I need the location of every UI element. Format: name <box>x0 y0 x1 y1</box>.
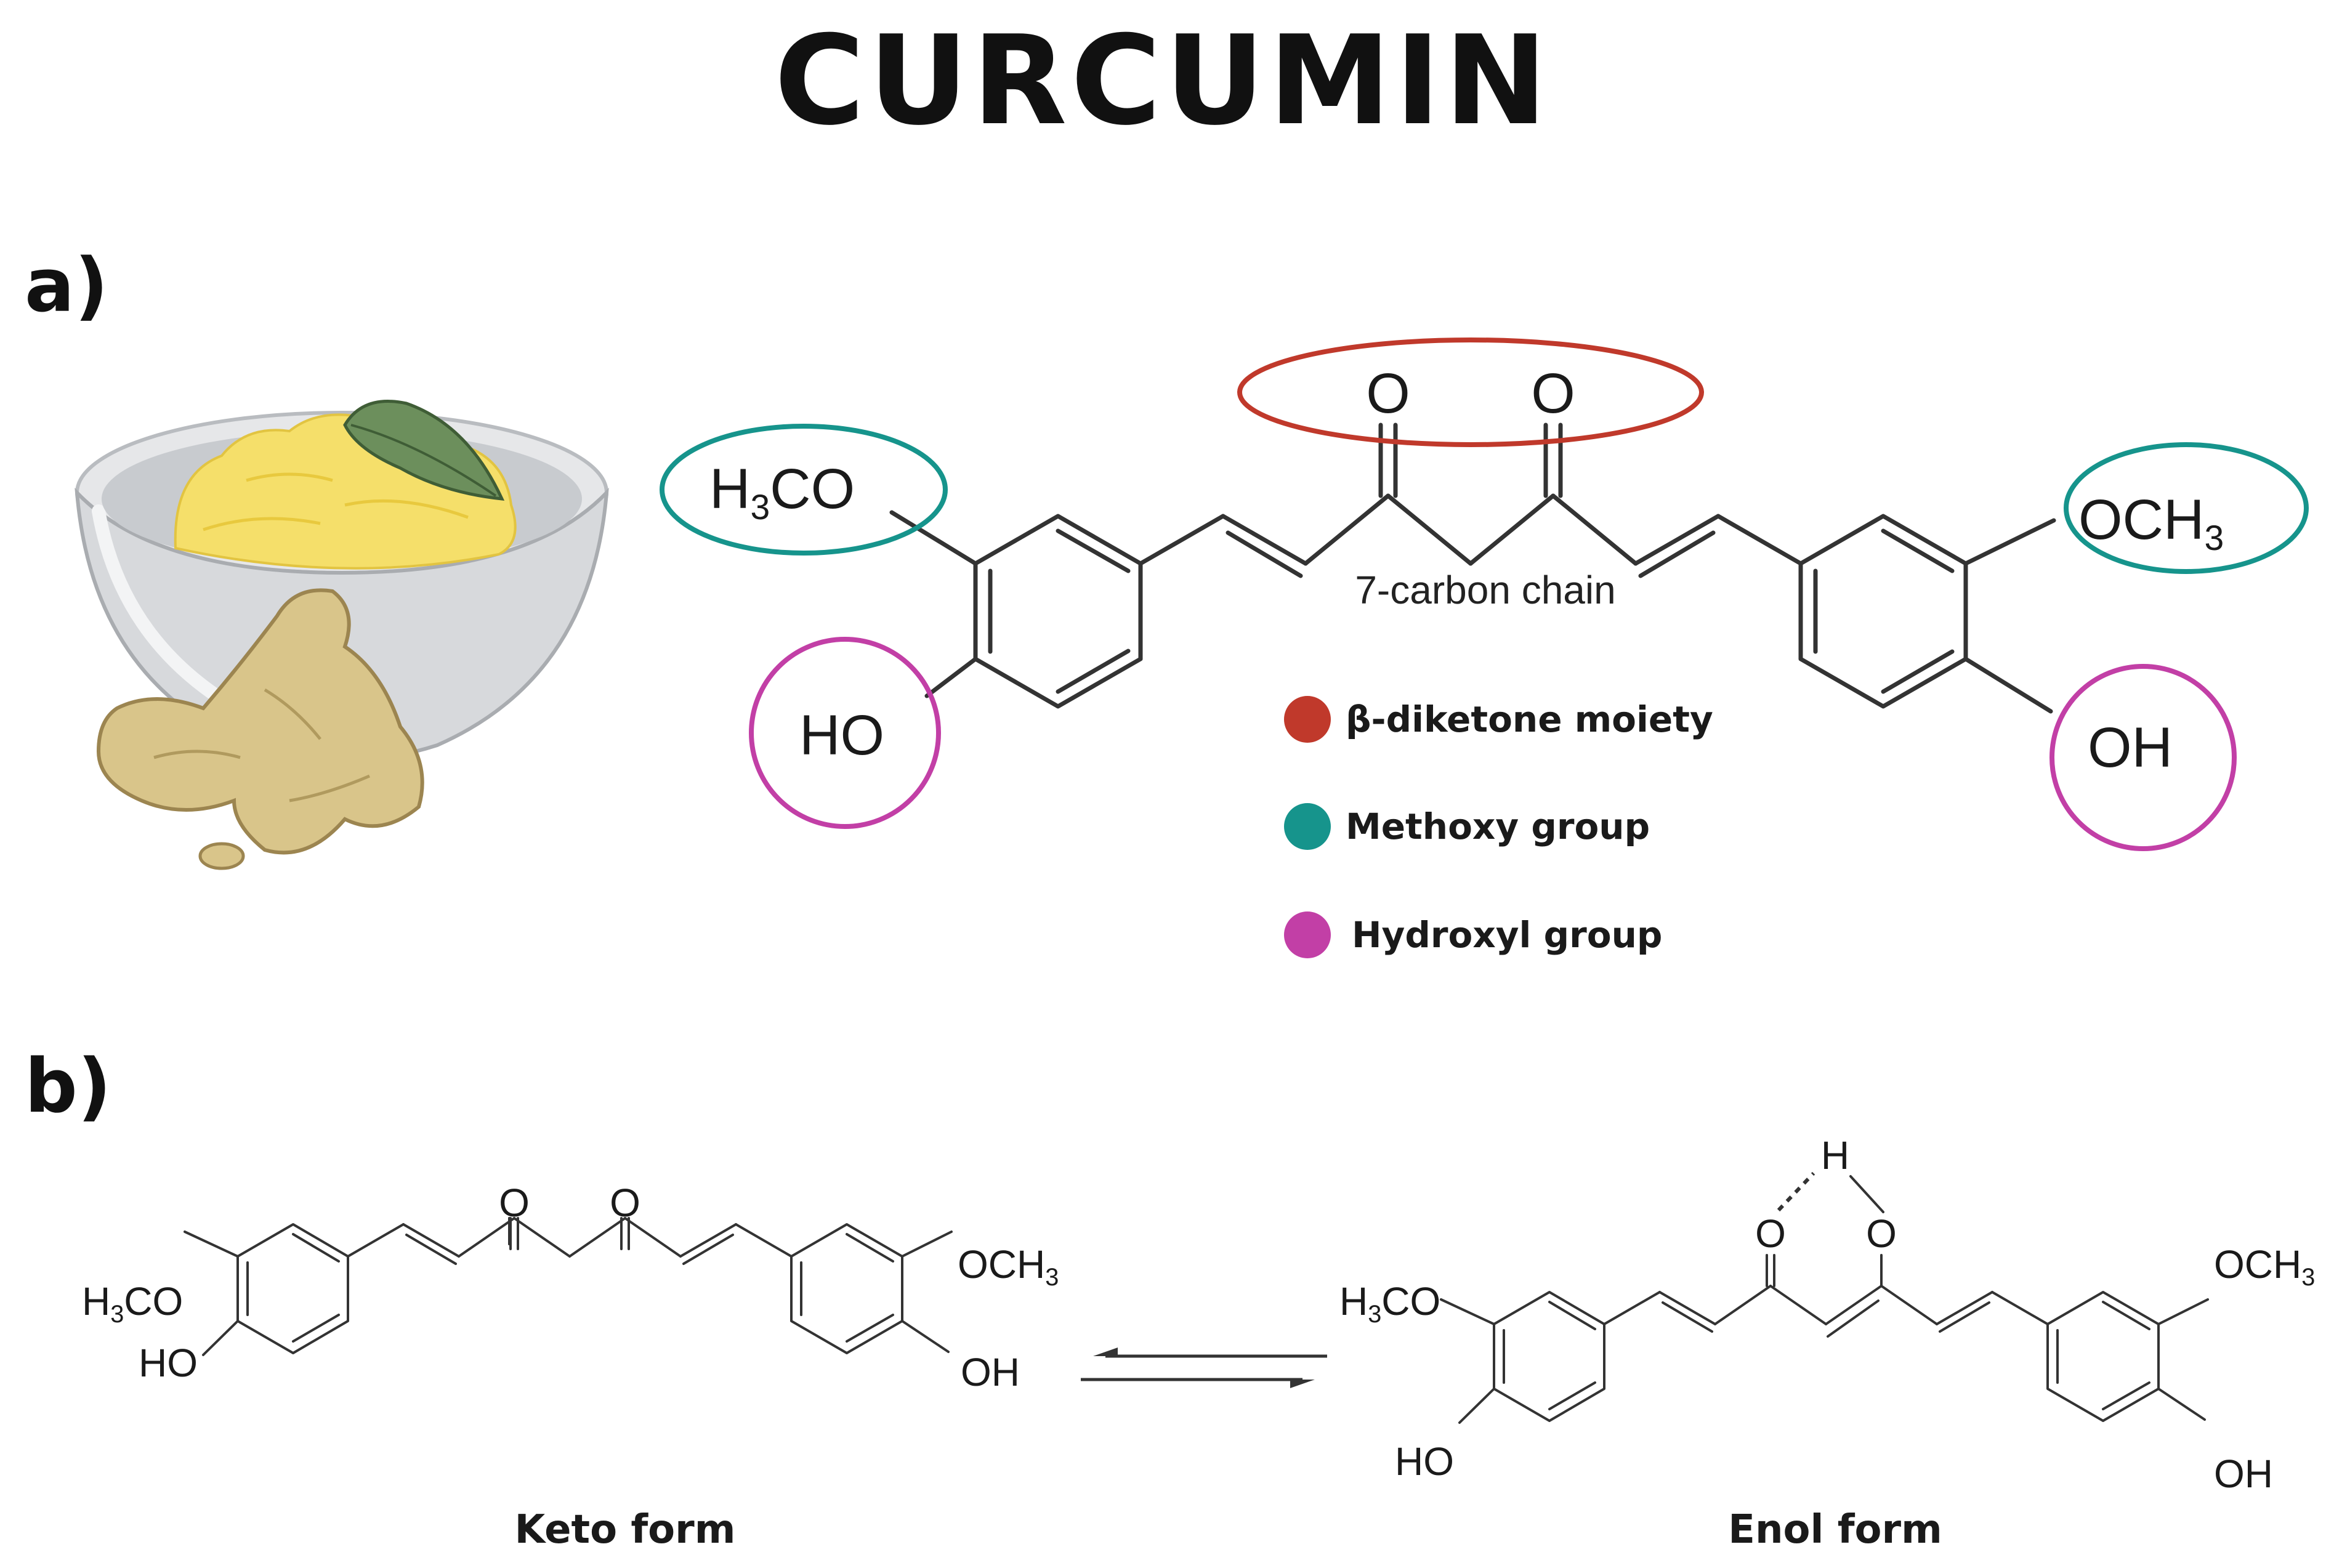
enol-hydroxyl-oxygen: O <box>1866 1211 1897 1256</box>
left-benzene-ring <box>973 514 1143 709</box>
hydroxyl-label-right: OH <box>2088 716 2173 779</box>
enol-structure: H3CO HO O O H OCH3 OH Enol form <box>1339 1133 2315 1553</box>
methoxy-label-right: OCH3 <box>2078 488 2224 558</box>
hydroxyl-highlight-left <box>749 637 941 829</box>
legend-dot-diketone <box>1284 696 1331 743</box>
legend-label-diketone: β-diketone moiety <box>1346 698 1713 740</box>
legend: β-diketone moiety Methoxy group Hydroxyl… <box>1284 696 1713 958</box>
keto-hydroxyl-right: OH <box>961 1350 1020 1394</box>
keto-carbonyl-left: O <box>499 1181 530 1225</box>
keto-methoxy-left: H3CO <box>82 1279 183 1328</box>
keto-methoxy-right: OCH3 <box>958 1242 1059 1291</box>
legend-label-hydroxyl: Hydroxyl group <box>1352 914 1662 956</box>
carbonyl-oxygen-left: O <box>1366 362 1410 425</box>
keto-carbonyl-right: O <box>610 1181 640 1225</box>
methoxy-highlight-right <box>2064 442 2309 574</box>
turmeric-illustration <box>75 400 609 870</box>
carbon-chain <box>1138 422 1803 578</box>
carbonyl-oxygen-right: O <box>1531 362 1575 425</box>
enol-hydroxyl-left: HO <box>1395 1439 1454 1484</box>
methoxy-label-left: H3CO <box>709 458 855 527</box>
enol-methoxy-left: H3CO <box>1339 1279 1440 1328</box>
leaf-icon <box>343 400 505 501</box>
panel-label-b: b) <box>25 1044 111 1130</box>
enol-hydrogen: H <box>1821 1133 1849 1178</box>
keto-caption: Keto form <box>515 1507 736 1553</box>
turmeric-root-icon <box>96 588 424 870</box>
hydroxyl-label-left: HO <box>799 704 884 767</box>
keto-hydroxyl-left: HO <box>139 1341 198 1385</box>
hydroxyl-highlight-right <box>2049 664 2237 851</box>
enol-methoxy-right: OCH3 <box>2214 1242 2315 1291</box>
enol-caption: Enol form <box>1728 1507 1942 1553</box>
diketone-highlight <box>1237 337 1704 447</box>
equilibrium-arrows-icon <box>1081 1348 1327 1388</box>
chain-label: 7-carbon chain <box>1355 568 1615 612</box>
right-benzene-ring <box>1798 514 1968 709</box>
figure-title: CURCUMIN <box>774 9 1551 153</box>
legend-dot-methoxy <box>1284 803 1331 850</box>
enol-carbonyl-oxygen: O <box>1755 1211 1786 1256</box>
enol-hydroxyl-right: OH <box>2214 1452 2273 1496</box>
legend-label-methoxy: Methoxy group <box>1346 806 1650 847</box>
legend-dot-hydroxyl <box>1284 911 1331 958</box>
curcumin-structure-large: H3CO HO OCH3 OH O O 7-carbon chain <box>660 337 2309 851</box>
panel-label-a: a) <box>25 243 108 329</box>
keto-structure: H3CO HO O O OCH3 OH Keto form <box>82 1181 1059 1553</box>
methoxy-highlight-left <box>660 424 948 556</box>
